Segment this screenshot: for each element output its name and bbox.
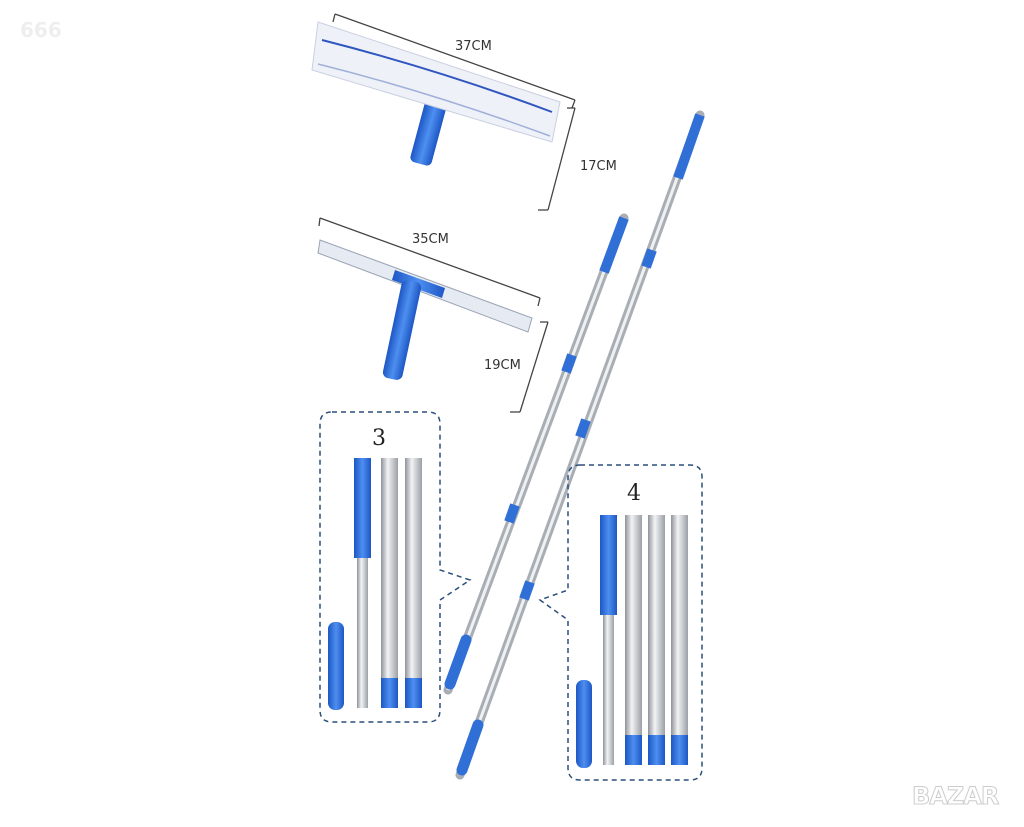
dimension-lines-squeegee <box>318 217 549 413</box>
telescopic-pole-3-section <box>443 213 629 695</box>
pad-height-label: 17CM <box>580 159 617 174</box>
squeegee-height-label: 19CM <box>484 358 521 373</box>
three-piece-set-callout <box>319 411 472 723</box>
watermark-text: 666 <box>20 18 62 42</box>
four-piece-set-callout <box>538 464 703 781</box>
telescopic-pole-4-section <box>455 110 705 780</box>
squeegee <box>317 239 533 380</box>
microfiber-pad-washer <box>311 21 561 166</box>
bazar-logo: BAZAR <box>911 782 999 811</box>
three-piece-label: 3 <box>372 426 386 451</box>
pad-width-label: 37CM <box>455 39 492 54</box>
four-piece-label: 4 <box>627 481 641 506</box>
dimension-lines-pad <box>332 13 576 211</box>
squeegee-width-label: 35CM <box>412 232 449 247</box>
